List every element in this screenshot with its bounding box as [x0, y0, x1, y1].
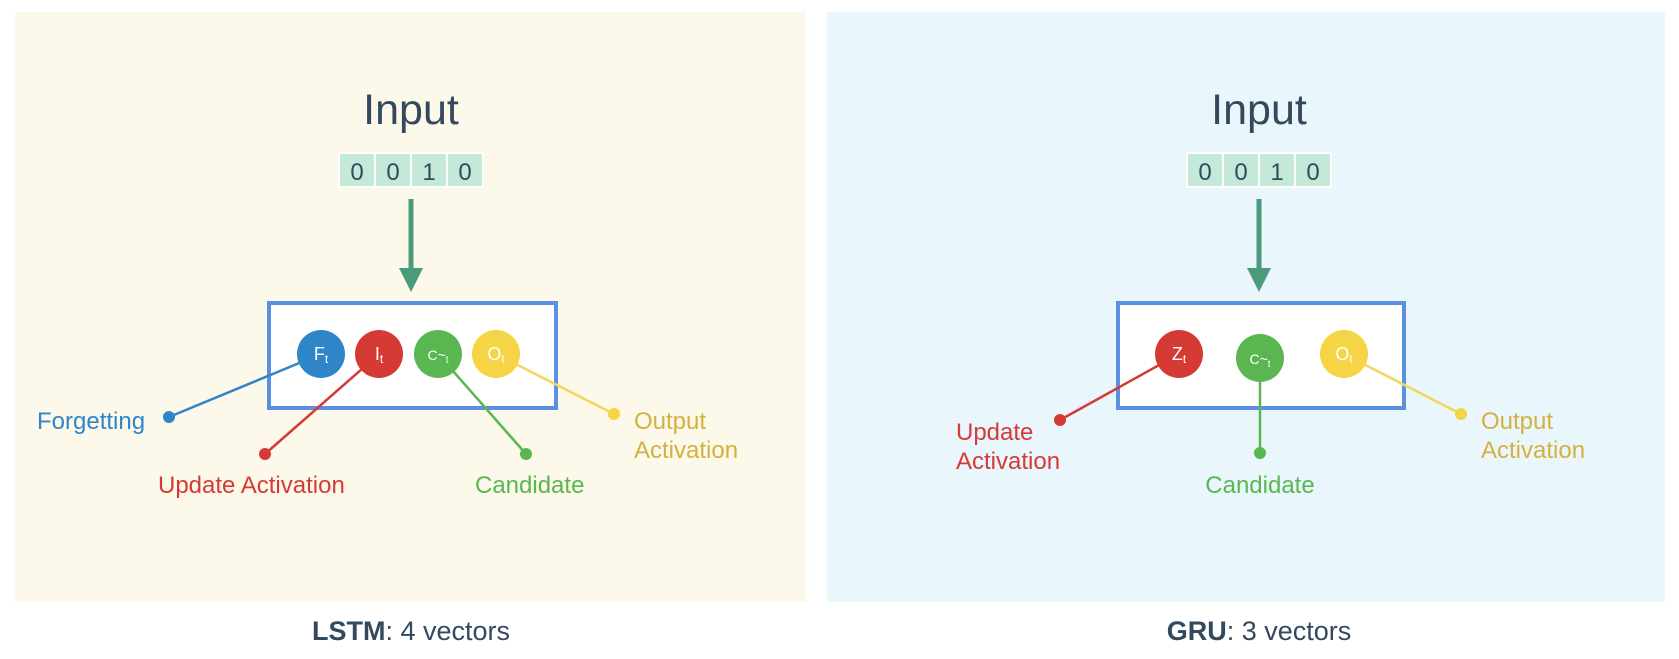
gate-circle: [297, 330, 345, 378]
gate-symbol-subscript: t: [1183, 352, 1187, 366]
gate-symbol: C~t: [427, 347, 448, 366]
gate-circle: [355, 330, 403, 378]
gate-circle: [1155, 330, 1203, 378]
gate-symbol-subscript: t: [1349, 352, 1353, 366]
gate-leader-dot: [163, 411, 175, 423]
gate-symbol-main: C~: [427, 347, 445, 363]
input-cell: [338, 152, 376, 188]
input-cell-value: 0: [350, 159, 363, 186]
gate-label: Output: [634, 408, 706, 435]
gate-symbol: C~t: [1249, 351, 1270, 370]
gate-leader-dot: [608, 408, 620, 420]
input-cell: [1186, 152, 1224, 188]
gate-symbol-main: F: [314, 344, 325, 364]
gru-caption-name: GRU: [1167, 616, 1227, 646]
gate-circle: [1320, 330, 1368, 378]
gate-symbol-subscript: t: [380, 352, 384, 366]
lstm-caption: LSTM: 4 vectors: [312, 616, 510, 646]
gate-label: Activation: [1481, 437, 1585, 464]
gate-circle: [1236, 334, 1284, 382]
input-cell-value: 0: [458, 159, 471, 186]
gate-symbol-main: O: [487, 344, 501, 364]
gate-label: Activation: [634, 437, 738, 464]
lstm-caption-rest: : 4 vectors: [385, 616, 510, 646]
gate-leader-dot: [259, 448, 271, 460]
lstm-input-arrow-head: [399, 268, 423, 292]
gate-label: Activation: [956, 448, 1060, 475]
gate-label: Forgetting: [37, 408, 145, 435]
gru-caption: GRU: 3 vectors: [1167, 616, 1352, 646]
input-cell: [374, 152, 412, 188]
input-cell-value: 0: [386, 159, 399, 186]
gru-caption-rest: : 3 vectors: [1227, 616, 1352, 646]
gate-symbol: Ot: [1335, 344, 1353, 366]
gate-symbol-main: C~: [1249, 351, 1267, 367]
input-cell-value: 0: [1198, 159, 1211, 186]
gate-leader-dot: [1254, 447, 1266, 459]
input-cell: [1222, 152, 1260, 188]
gate-symbol: Ft: [314, 344, 329, 366]
gate-symbol: It: [375, 344, 384, 366]
gate-leader-dot: [1054, 414, 1066, 426]
gru-input-arrow-head: [1247, 268, 1271, 292]
input-cell-value: 0: [1306, 159, 1319, 186]
gate-symbol-subscript: t: [501, 352, 505, 366]
gate-leader-dot: [1455, 408, 1467, 420]
gate-label: Update Activation: [158, 472, 345, 499]
input-cell: [446, 152, 484, 188]
gate-symbol-subscript: t: [1268, 359, 1271, 370]
input-cell-value: 1: [422, 159, 435, 186]
gate-symbol-subscript: t: [446, 355, 449, 366]
gate-leader-line: [264, 353, 380, 455]
input-cell-value: 0: [1234, 159, 1247, 186]
gate-circle: [414, 330, 462, 378]
input-cell: [1294, 152, 1332, 188]
gate-label: Candidate: [1205, 472, 1314, 499]
lstm-caption-name: LSTM: [312, 616, 386, 646]
gru-input-title: Input: [1211, 86, 1307, 134]
gate-circle: [472, 330, 520, 378]
input-cell-value: 1: [1270, 159, 1283, 186]
gate-label: Candidate: [475, 472, 584, 499]
gate-label: Update: [956, 419, 1033, 446]
gate-symbol: Ot: [487, 344, 505, 366]
gate-symbol-main: I: [375, 344, 380, 364]
lstm-input-title: Input: [363, 86, 459, 134]
gate-symbol: Zt: [1172, 344, 1187, 366]
input-cell: [410, 152, 448, 188]
gate-leader-dot: [520, 448, 532, 460]
gate-symbol-subscript: t: [325, 352, 329, 366]
gate-leader-line: [168, 352, 322, 419]
gate-symbol-main: O: [1335, 344, 1349, 364]
input-cell: [1258, 152, 1296, 188]
gate-label: Output: [1481, 408, 1553, 435]
gate-symbol-main: Z: [1172, 344, 1183, 364]
